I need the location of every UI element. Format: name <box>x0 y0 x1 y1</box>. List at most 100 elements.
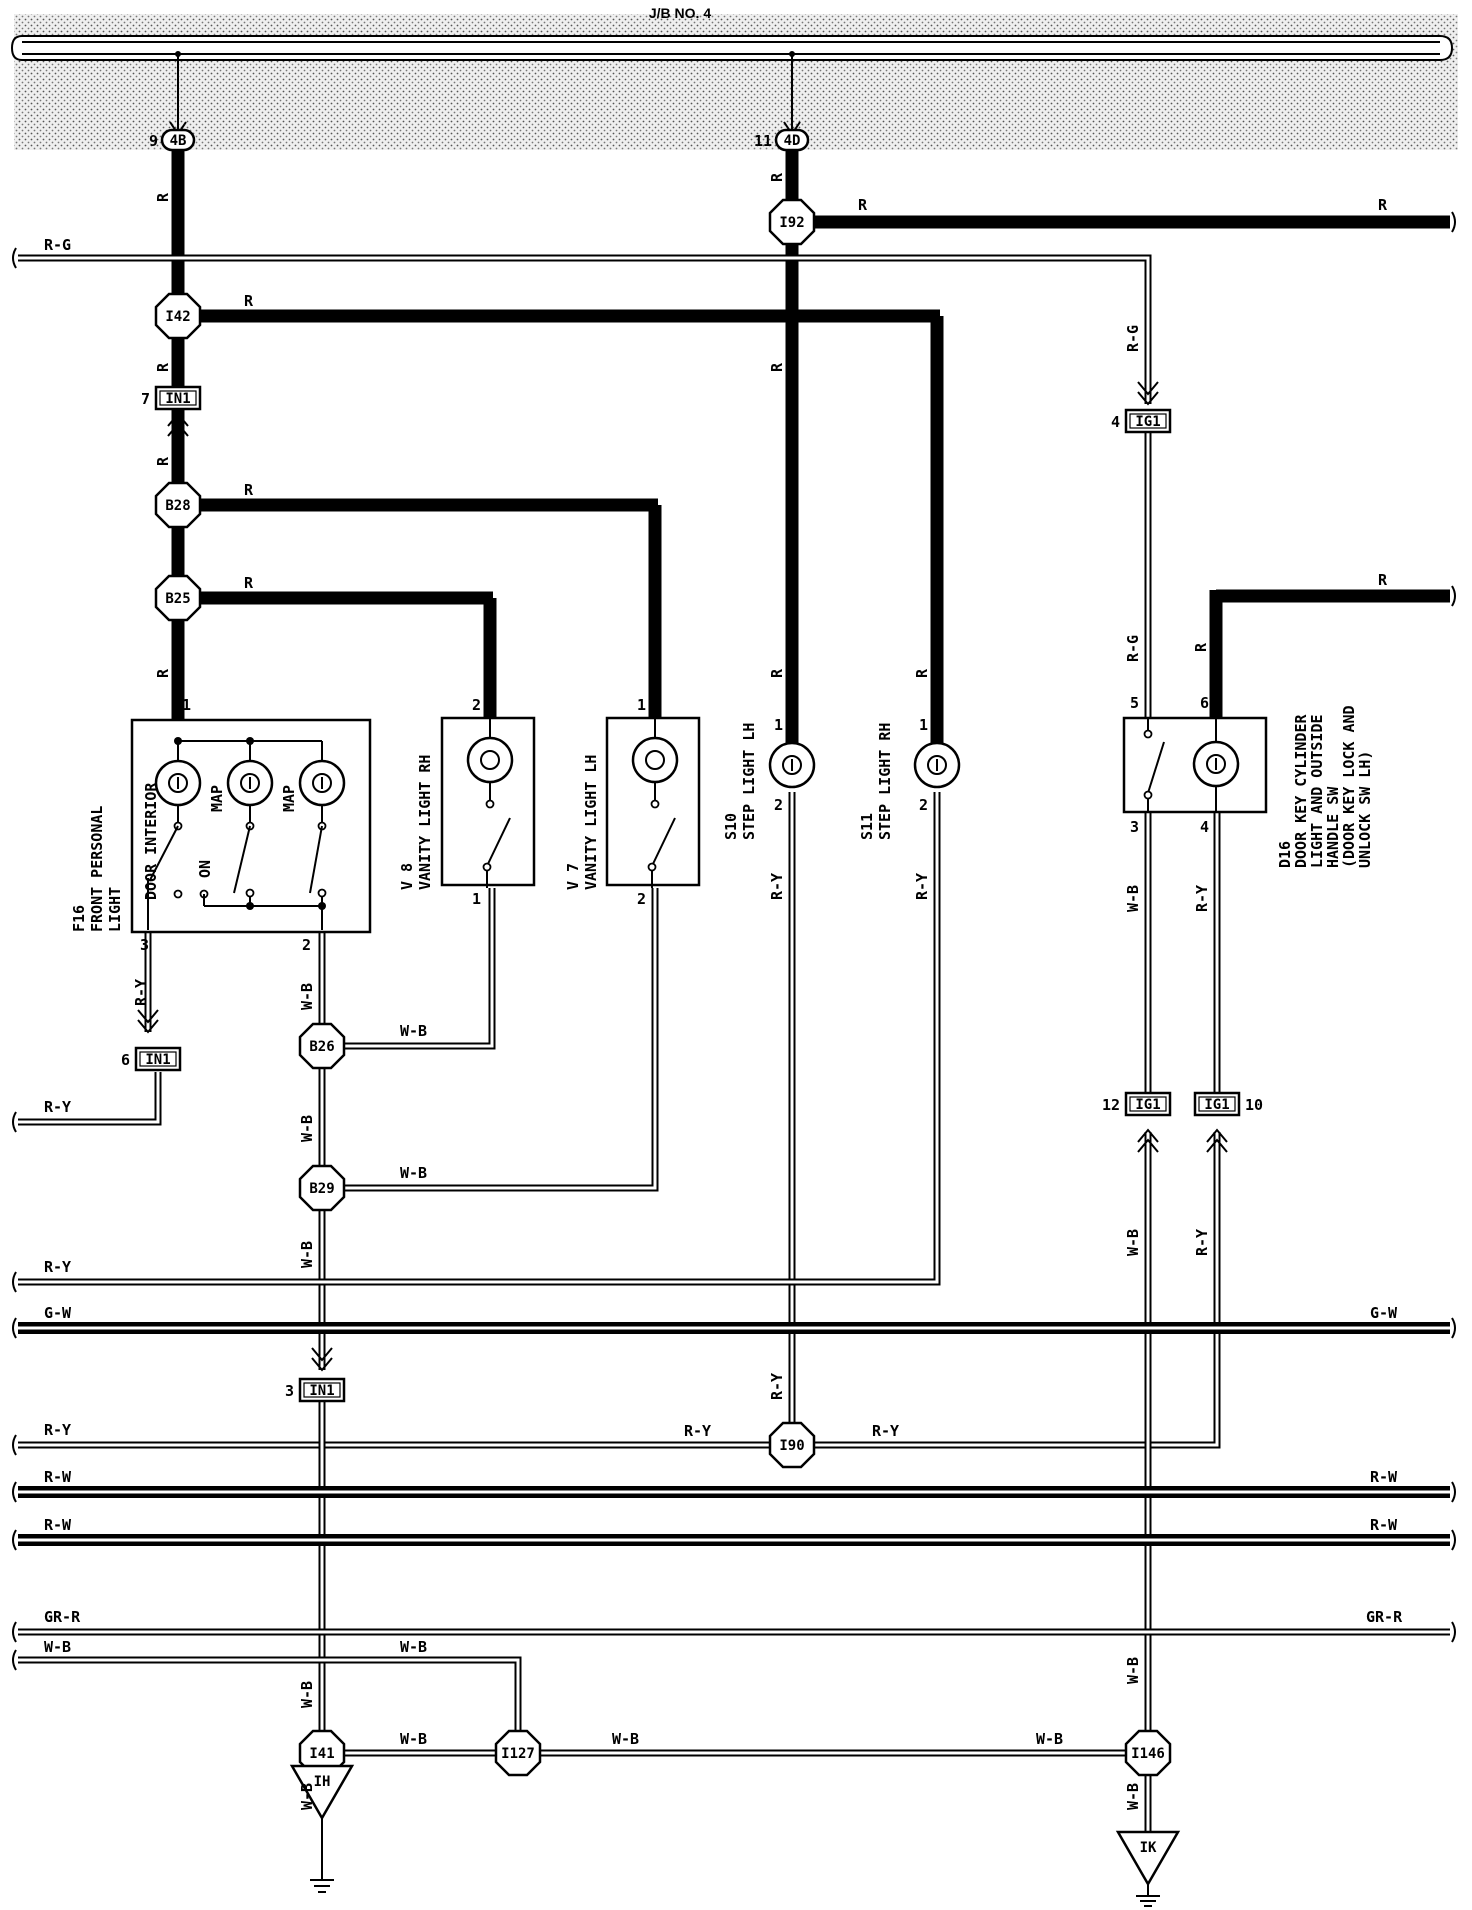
svg-text:V 8: V 8 <box>398 863 416 890</box>
component-s11: 1 2 S11 STEP LIGHT RH <box>858 716 961 840</box>
connector-code: IG1 <box>1135 1097 1160 1113</box>
connector-pin: 4 <box>1111 413 1120 431</box>
svg-text:W-B: W-B <box>400 1164 427 1182</box>
component-s10: 1 2 S10 STEP LIGHT LH <box>722 716 816 840</box>
connector-pin: 7 <box>141 390 150 408</box>
svg-text:GR-R: GR-R <box>1366 1608 1403 1626</box>
svg-text:W-B: W-B <box>400 1022 427 1040</box>
ground-ik: IK <box>1115 1830 1181 1907</box>
connector-code: IG1 <box>1204 1097 1229 1113</box>
svg-text:3: 3 <box>1130 818 1139 836</box>
svg-text:1: 1 <box>472 890 481 908</box>
f16-switch <box>147 825 327 930</box>
svg-text:2: 2 <box>637 890 646 908</box>
svg-text:I127: I127 <box>501 1746 535 1762</box>
wire-break-marks <box>12 211 1456 1671</box>
svg-text:VANITY LIGHT LH: VANITY LIGHT LH <box>582 755 600 890</box>
svg-text:W-B: W-B <box>298 1241 316 1268</box>
svg-text:W-B: W-B <box>1124 1657 1142 1684</box>
svg-text:1: 1 <box>919 716 928 734</box>
connector-arrows <box>137 381 1228 1372</box>
svg-text:W-B: W-B <box>298 1681 316 1708</box>
svg-text:I92: I92 <box>779 215 804 231</box>
connector-ig1-pin-4: IG1 4 <box>1111 408 1172 434</box>
svg-text:2: 2 <box>919 796 928 814</box>
svg-text:W-B: W-B <box>612 1730 639 1748</box>
f16-lamp-map-2 <box>298 759 346 807</box>
svg-text:W-B: W-B <box>1036 1730 1063 1748</box>
svg-text:R: R <box>858 196 868 214</box>
connector-code: IG1 <box>1135 414 1160 430</box>
splice-i92: I92 <box>768 198 816 246</box>
wire-color-labels: R R R R R R R R R R R R R R R R-G R-G R-… <box>44 172 1403 1810</box>
connector-pin: 12 <box>1102 1096 1120 1114</box>
svg-text:R: R <box>768 172 786 182</box>
svg-text:W-B: W-B <box>44 1638 71 1656</box>
svg-text:W-B: W-B <box>1124 1783 1142 1810</box>
splice-b26: B26 <box>298 1022 346 1070</box>
splice-i90: I90 <box>768 1421 816 1469</box>
svg-text:R-G: R-G <box>1124 325 1142 352</box>
svg-text:FRONT PERSONAL: FRONT PERSONAL <box>88 806 106 932</box>
svg-text:MAP: MAP <box>208 785 226 812</box>
svg-text:6: 6 <box>1200 694 1209 712</box>
component-v7: 1 2 V 7 VANITY LIGHT LH <box>564 696 701 908</box>
connector-code: IN1 <box>145 1052 170 1068</box>
svg-text:W-B: W-B <box>298 1783 316 1810</box>
svg-text:HANDLE SW: HANDLE SW <box>1324 786 1342 868</box>
svg-text:W-B: W-B <box>1124 1229 1142 1256</box>
svg-text:S10: S10 <box>722 813 740 840</box>
svg-text:G-W: G-W <box>1370 1304 1398 1322</box>
svg-text:B28: B28 <box>165 498 190 514</box>
svg-text:R-Y: R-Y <box>684 1422 711 1440</box>
svg-text:R-W: R-W <box>44 1516 72 1534</box>
svg-text:B29: B29 <box>309 1181 334 1197</box>
svg-text:UNLOCK SW LH): UNLOCK SW LH) <box>1356 751 1374 868</box>
svg-text:R-Y: R-Y <box>44 1258 71 1276</box>
svg-text:R: R <box>244 574 254 592</box>
splice-i127: I127 <box>494 1729 542 1777</box>
svg-text:R: R <box>1192 642 1210 652</box>
component-v8: 2 1 V 8 VANITY LIGHT RH <box>398 696 536 908</box>
svg-text:STEP LIGHT RH: STEP LIGHT RH <box>876 723 894 840</box>
svg-text:R-Y: R-Y <box>872 1422 899 1440</box>
svg-text:GR-R: GR-R <box>44 1608 81 1626</box>
connector-pin: 3 <box>285 1382 294 1400</box>
junction-block-4: J/B NO. 4 <box>10 5 1458 150</box>
svg-text:2: 2 <box>472 696 481 714</box>
svg-text:IK: IK <box>1140 1840 1157 1856</box>
svg-text:V 7: V 7 <box>564 863 582 890</box>
svg-text:W-B: W-B <box>400 1730 427 1748</box>
svg-text:R: R <box>154 668 172 678</box>
svg-text:DOOR INTERIOR: DOOR INTERIOR <box>142 782 160 900</box>
svg-text:MAP: MAP <box>280 785 298 812</box>
f16-lamp-map-1 <box>226 759 274 807</box>
svg-text:1: 1 <box>774 716 783 734</box>
svg-text:R-G: R-G <box>1124 635 1142 662</box>
wires-through <box>18 1322 1450 1546</box>
splice-b28: B28 <box>154 481 202 529</box>
svg-text:I41: I41 <box>309 1746 334 1762</box>
svg-text:R-Y: R-Y <box>768 873 786 900</box>
svg-text:LIGHT AND OUTSIDE: LIGHT AND OUTSIDE <box>1308 714 1326 868</box>
splice-i41: I41 <box>298 1729 346 1777</box>
svg-text:R: R <box>244 481 254 499</box>
f16-lamp-door-interior <box>154 759 202 807</box>
svg-text:R-Y: R-Y <box>132 979 150 1006</box>
svg-text:R-Y: R-Y <box>913 873 931 900</box>
svg-text:R-W: R-W <box>1370 1516 1398 1534</box>
svg-text:4D: 4D <box>784 133 801 149</box>
svg-text:R-G: R-G <box>44 236 71 254</box>
connector-code: IN1 <box>165 391 190 407</box>
splice-b29: B29 <box>298 1164 346 1212</box>
svg-text:W-B: W-B <box>400 1638 427 1656</box>
svg-text:F16: F16 <box>70 905 88 932</box>
jb-pin-4b: 4B 9 <box>149 128 196 152</box>
svg-text:B25: B25 <box>165 591 190 607</box>
svg-text:IH: IH <box>314 1774 331 1790</box>
svg-text:R: R <box>154 362 172 372</box>
svg-text:S11: S11 <box>858 813 876 840</box>
